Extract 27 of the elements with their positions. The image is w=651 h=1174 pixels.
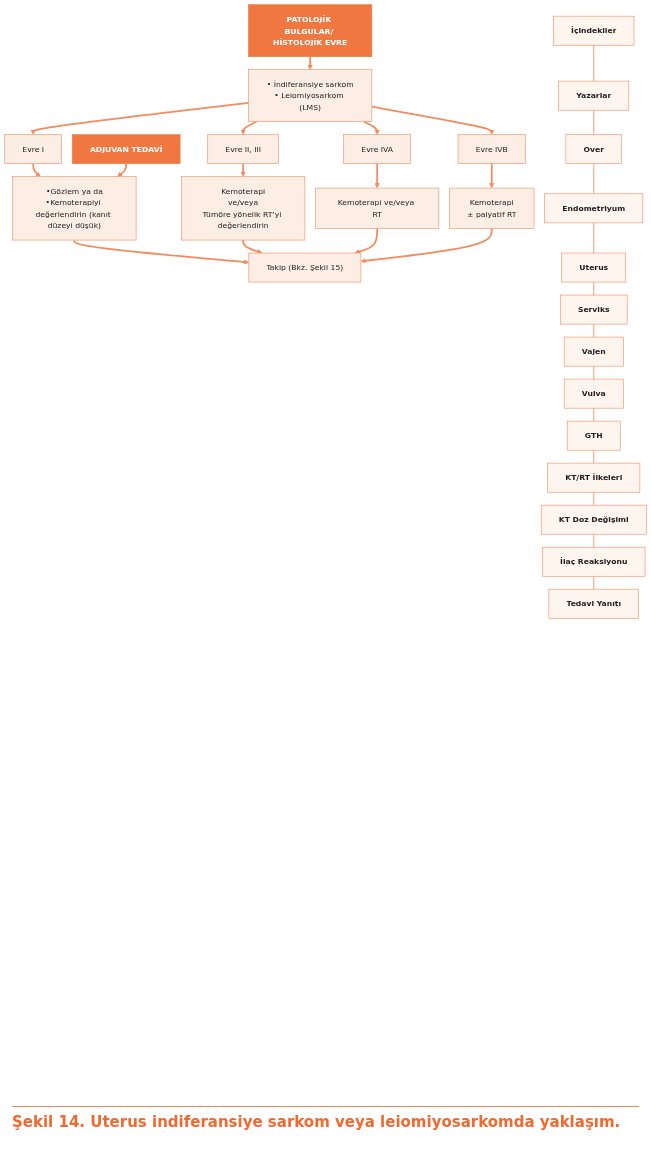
arrow xyxy=(360,227,493,264)
arrow xyxy=(73,239,250,265)
connector xyxy=(593,365,595,380)
arrow xyxy=(117,162,128,177)
connector xyxy=(593,163,595,195)
connector xyxy=(593,109,595,136)
arrow xyxy=(240,162,246,177)
arrow xyxy=(371,105,495,135)
connector xyxy=(593,575,595,590)
arrow xyxy=(242,239,263,254)
arrow xyxy=(240,120,258,135)
connector xyxy=(593,222,595,254)
arrow xyxy=(374,162,380,189)
connector xyxy=(593,323,595,338)
connector xyxy=(593,407,595,422)
connector xyxy=(593,491,595,506)
connector xyxy=(593,281,595,296)
arrow xyxy=(32,162,41,177)
connector xyxy=(593,449,595,464)
figure-caption: Şekil 14. Uterus indiferansiye sarkom veya leiomiyosarkomda yaklaşım. xyxy=(12,1106,639,1131)
arrow xyxy=(30,102,250,135)
connector xyxy=(593,44,595,82)
connector xyxy=(593,533,595,548)
arrow xyxy=(354,227,379,255)
arrow xyxy=(362,120,380,135)
arrow xyxy=(307,55,313,70)
arrow xyxy=(489,162,495,189)
